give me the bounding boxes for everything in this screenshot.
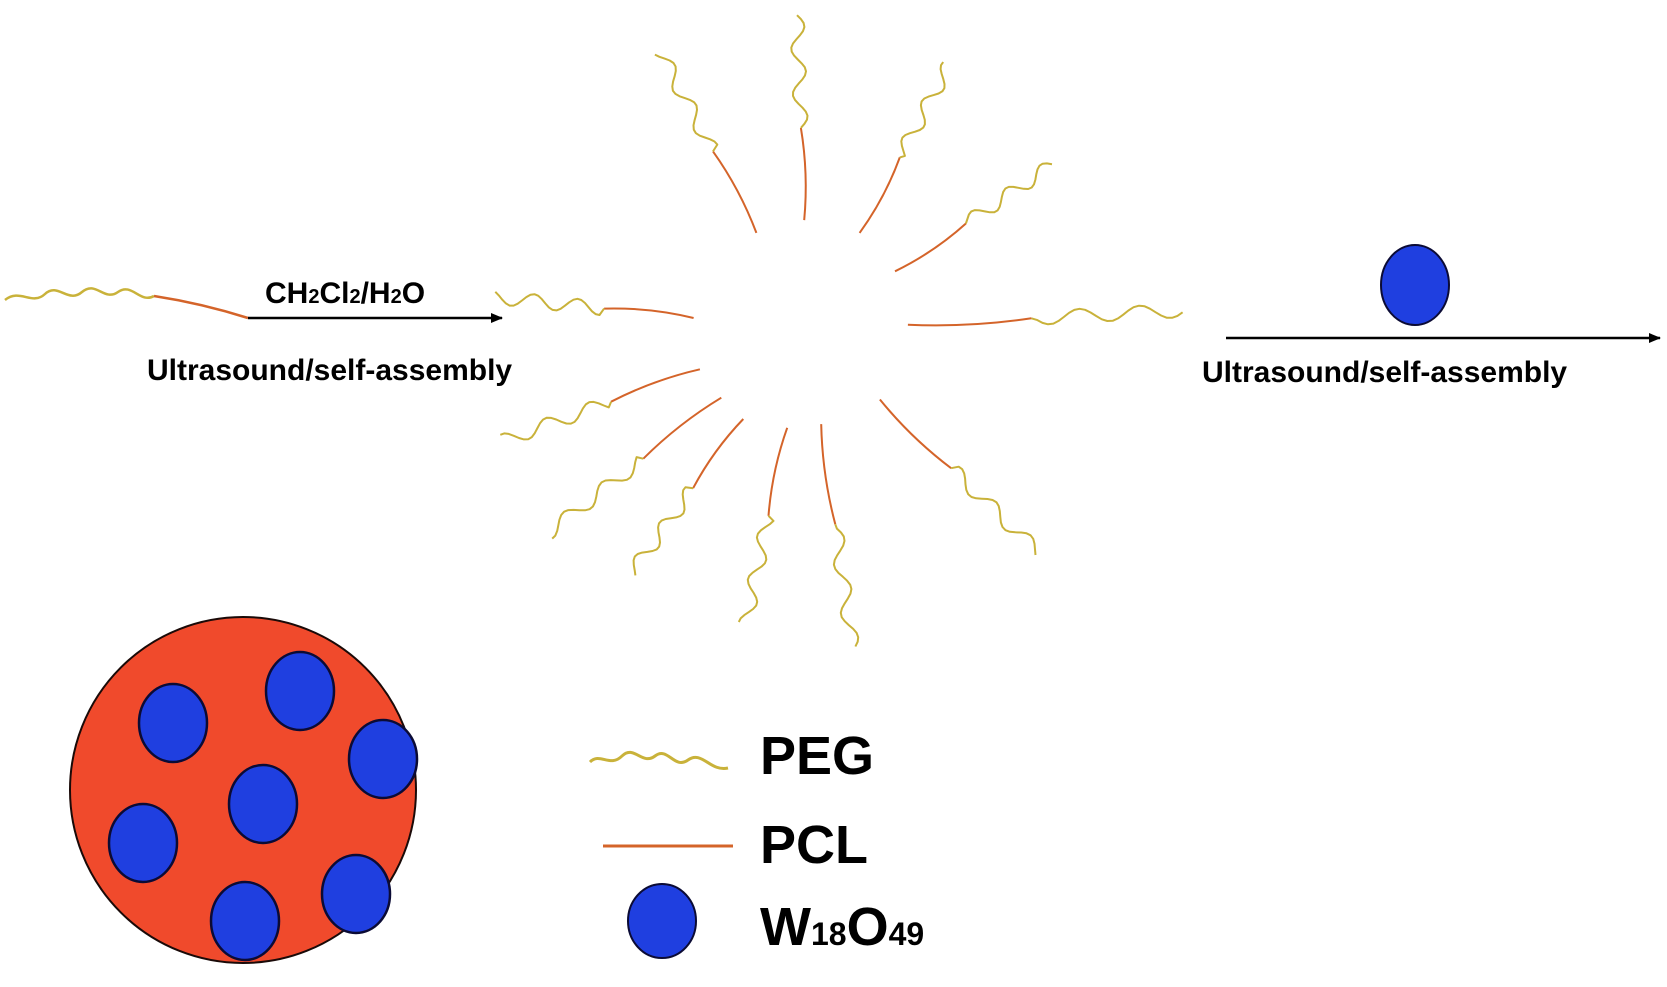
- micelle-arm-pcl-segment: [799, 127, 807, 221]
- step2-process-label: Ultrasound/self-assembly: [1202, 356, 1567, 389]
- micelle-arms: [494, 14, 1184, 647]
- micelle-arm-pcl-segment: [879, 398, 952, 469]
- step1-process-label: Ultrasound/self-assembly: [147, 354, 512, 387]
- micelle-arm-peg-segment: [494, 291, 605, 316]
- micelle-arm-peg-segment: [832, 523, 860, 647]
- w18o49-particle: [107, 802, 179, 884]
- w18o49-particle: [347, 718, 419, 800]
- step2-arrow-group: Ultrasound/self-assembly: [1202, 244, 1661, 389]
- micelle-arm-peg-segment: [551, 456, 644, 540]
- w18o49-particle: [137, 682, 209, 764]
- micelle-arm-pcl-segment: [604, 307, 694, 319]
- w18o49-particle: [264, 650, 336, 732]
- micelle-arm-peg-segment: [950, 465, 1037, 556]
- micelle-arm-peg-segment: [654, 53, 719, 152]
- step1-reagent-label: CH2Cl2/H2O: [265, 277, 425, 310]
- copolymer-chain: [4, 287, 249, 320]
- blue-circle-icon: [627, 883, 697, 959]
- micelle-arm-pcl-segment: [767, 427, 789, 516]
- micelle-arm-peg-segment: [1031, 304, 1184, 326]
- legend-label-peg: PEG: [760, 726, 874, 786]
- micelle-arm-peg-segment: [790, 14, 809, 129]
- legend-item-peg: PEG: [588, 726, 874, 786]
- micelle-arm-peg-segment: [632, 486, 694, 576]
- micelle-arm-pcl-segment: [820, 424, 837, 525]
- micelle-arm-pcl-segment: [907, 317, 1032, 327]
- w18o49-particle-icon: [1380, 244, 1450, 326]
- micelle-arm-pcl-segment: [712, 150, 758, 234]
- micelle-arm-pcl-segment: [858, 157, 901, 234]
- micelle-arm-pcl-segment: [692, 418, 745, 489]
- micelle-arm-peg-segment: [899, 61, 946, 159]
- micelle-arm-peg-segment: [964, 162, 1053, 224]
- micelle-arm-pcl-segment: [894, 222, 967, 273]
- w18o49-particle: [320, 853, 392, 935]
- legend-label-w18o49: W18O49: [760, 897, 924, 957]
- w18o49-particle: [227, 763, 299, 845]
- micelle-arm-pcl-segment: [642, 396, 722, 460]
- micelle-arm-peg-segment: [499, 400, 613, 441]
- step1-arrow-group: CH2Cl2/H2O Ultrasound/self-assembly: [147, 277, 512, 387]
- w18o49-particle: [209, 880, 281, 962]
- loaded-particles: [107, 650, 419, 962]
- legend: PEG PCL W18O49: [588, 726, 924, 959]
- legend-label-pcl: PCL: [760, 815, 868, 875]
- loaded-micelle: [69, 616, 419, 964]
- pcl-segment: [153, 294, 249, 320]
- legend-item-w18o49: W18O49: [627, 883, 924, 959]
- wavy-chain-icon: [588, 750, 729, 770]
- micelle-arm-peg-segment: [737, 515, 775, 623]
- micelle-arm-pcl-segment: [610, 368, 701, 403]
- legend-item-pcl: PCL: [603, 815, 868, 875]
- peg-segment: [4, 287, 155, 302]
